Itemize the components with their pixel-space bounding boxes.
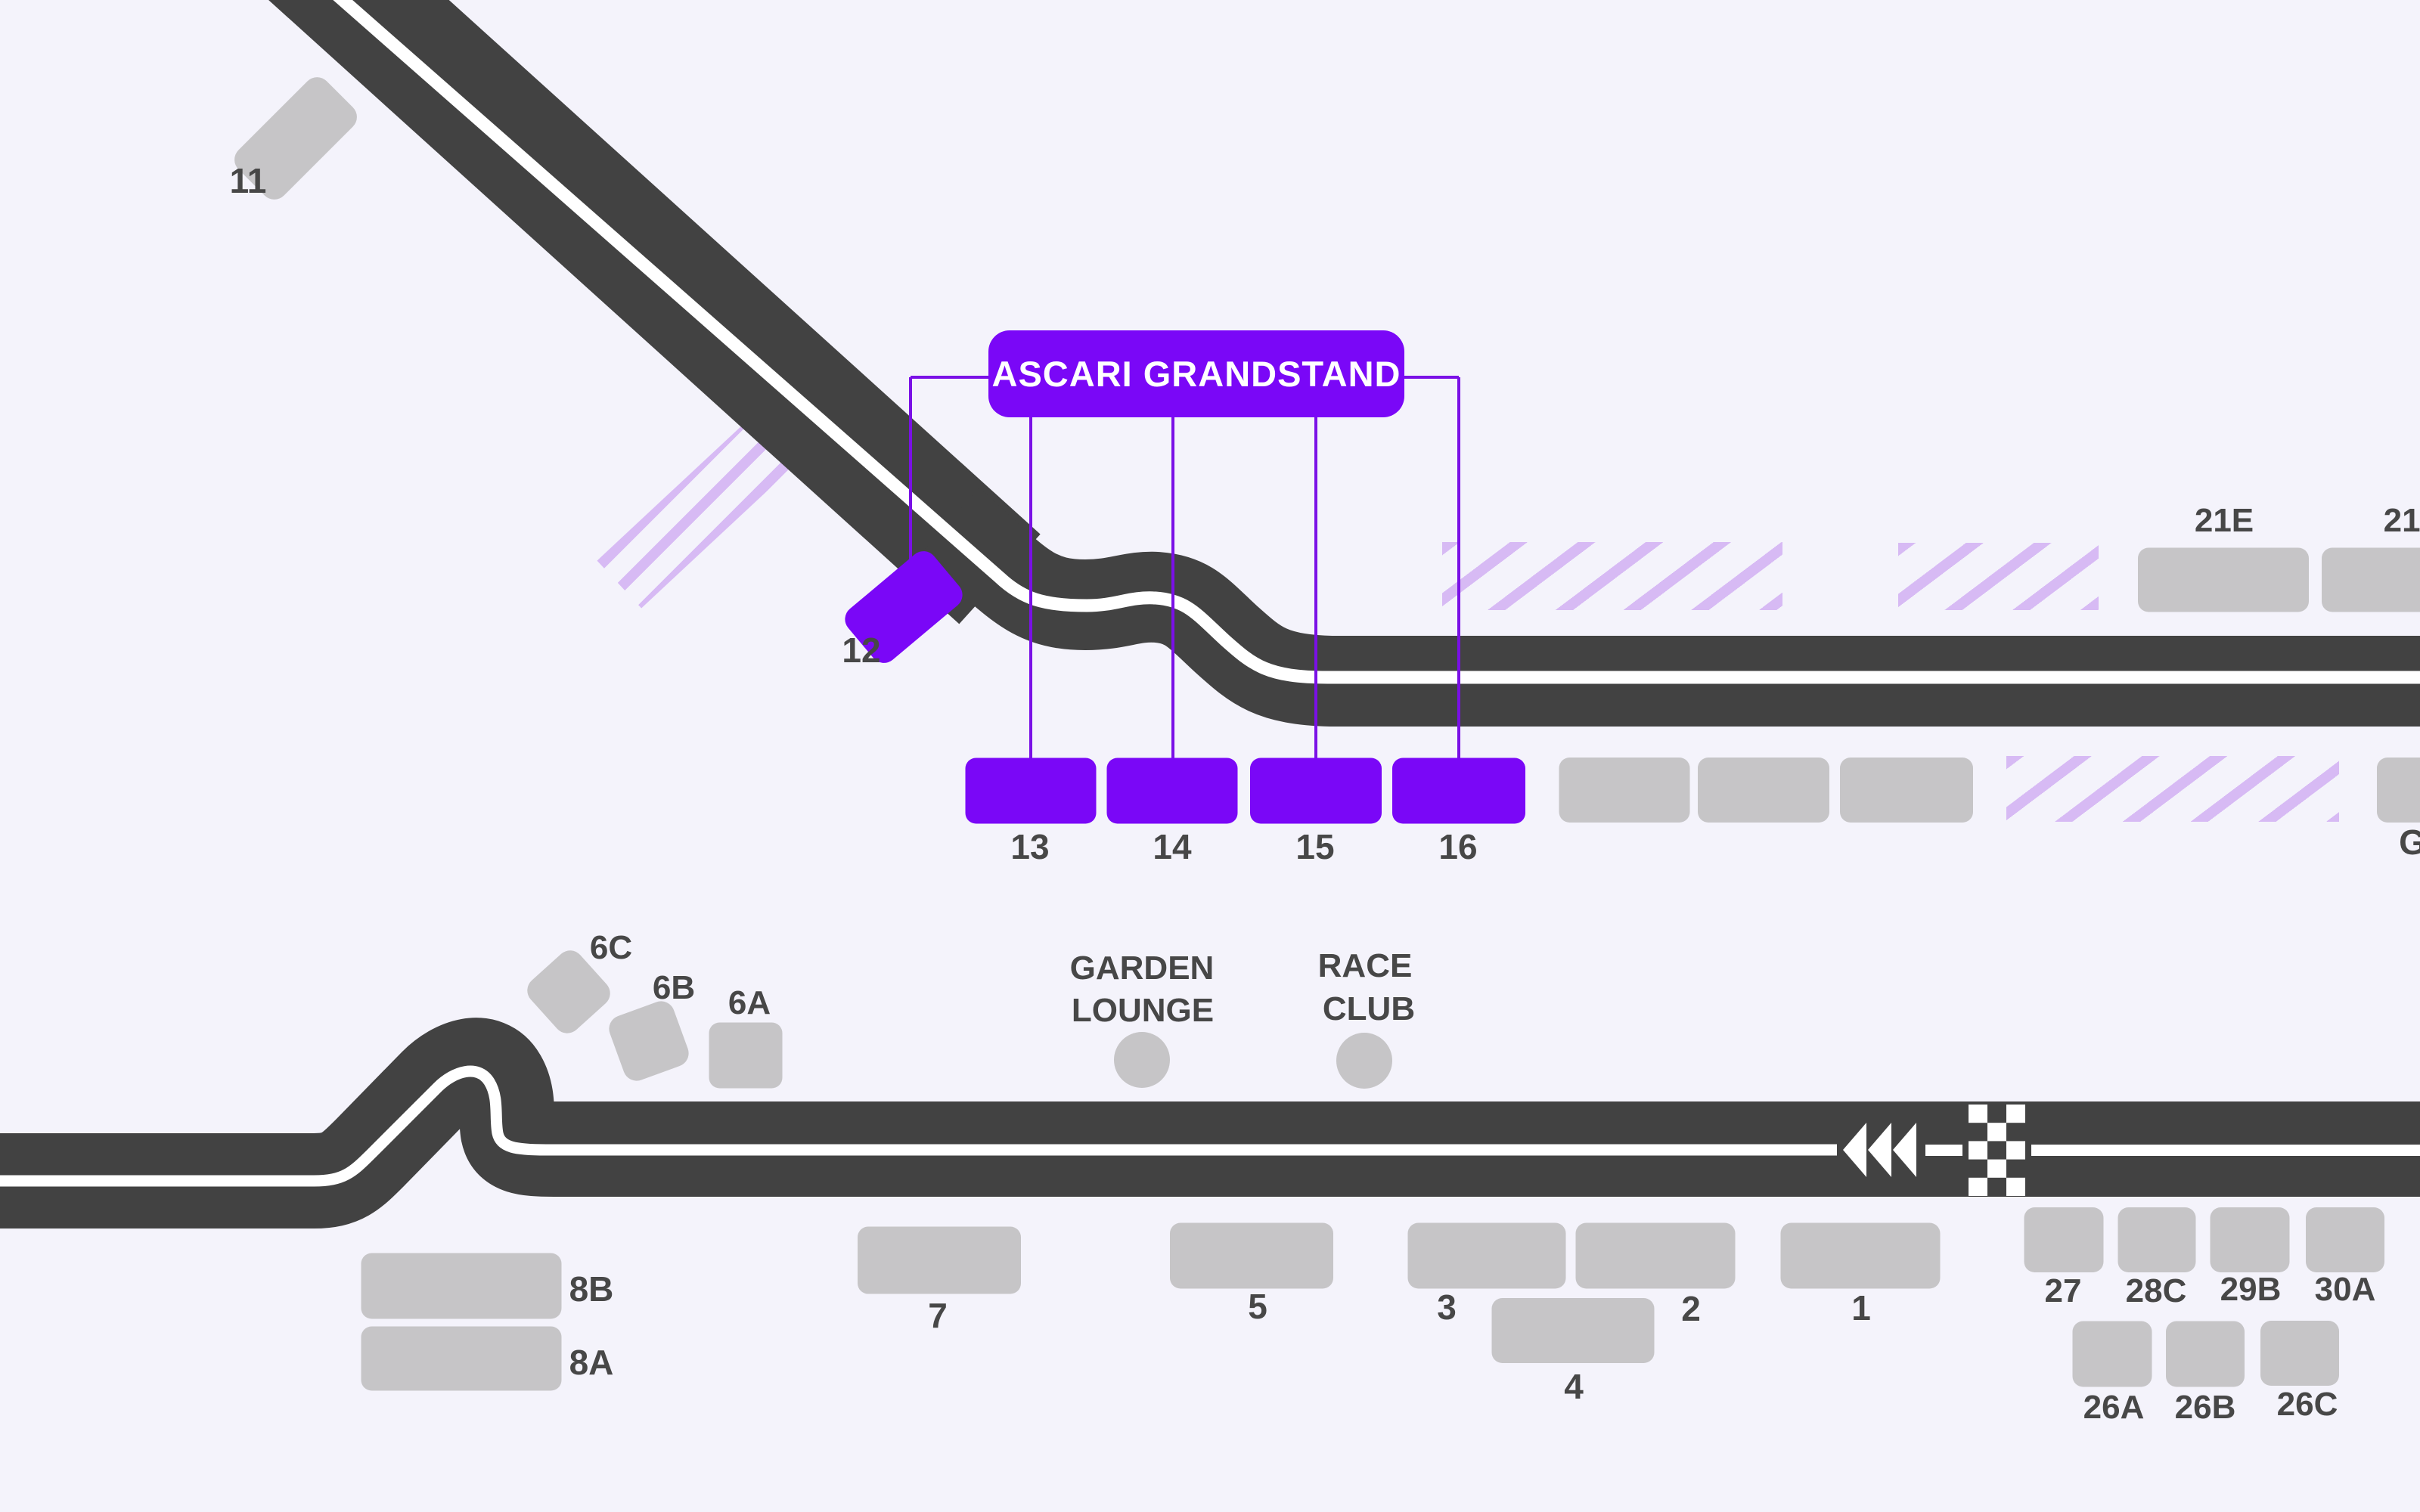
race-direction-arrow-icon [1868,1123,1891,1177]
label-8B: 8B [569,1269,614,1309]
ascari-grandstand-callout-label: ASCARI GRANDSTAND [991,354,1401,394]
grandstand-block-4[interactable] [1491,1298,1655,1363]
poi-garden-line2: LOUNGE [1071,992,1215,1029]
label-4: 4 [1564,1367,1584,1406]
label-5: 5 [1248,1287,1267,1326]
label-2: 2 [1681,1289,1701,1328]
grandstand-block-1[interactable] [1780,1222,1941,1289]
label-21E: 21E [2194,502,2254,539]
label-1: 1 [1851,1288,1871,1328]
finish-line-checker [1969,1105,1987,1123]
road-centerline-top [333,0,2420,684]
label-27: 27 [2044,1272,2082,1309]
finish-line-checker [1969,1141,1987,1160]
label-11: 11 [229,161,267,200]
grandstand-block-26A[interactable] [2072,1321,2152,1387]
finish-line-checker [2006,1177,2025,1196]
label-30A: 30A [2314,1271,2376,1308]
grandstand-block-8B[interactable] [361,1253,562,1319]
grandstand-block-21E[interactable] [2138,547,2309,612]
grandstand-block-8A[interactable] [361,1326,562,1391]
hatch-strip-upper-1 [1442,542,1782,610]
label-15: 15 [1295,827,1335,866]
label-7: 7 [928,1296,948,1335]
label-13: 13 [1010,827,1050,866]
label-26B: 26B [2174,1389,2236,1426]
grandstand-block-unlabeled-1[interactable] [1559,758,1690,823]
grandstand-block-14[interactable] [1106,758,1238,824]
finish-line-checker [2006,1105,2025,1123]
grandstand-block-7[interactable] [858,1226,1021,1294]
label-6B: 6B [652,969,696,1006]
grandstand-block-G[interactable] [2377,758,2420,823]
finish-line-checker [1969,1177,1987,1196]
grandstand-block-28C[interactable] [2118,1207,2196,1272]
grandstand-block-29B[interactable] [2210,1207,2290,1272]
hatch-strip-upper-2 [1898,543,2099,610]
grandstand-block-26B[interactable] [2166,1321,2245,1387]
label-8A: 8A [569,1343,614,1382]
label-26C: 26C [2276,1386,2338,1423]
race-direction-arrow-icon [1893,1123,1916,1177]
label-21D: 21D [2383,502,2420,539]
poi-race-line1: RACE [1317,947,1413,984]
label-14: 14 [1153,827,1192,866]
label-12: 12 [842,631,881,670]
grandstand-block-16[interactable] [1392,758,1525,824]
finish-line-checker [1987,1123,2006,1142]
label-16: 16 [1438,827,1478,866]
grandstand-block-27[interactable] [2024,1207,2104,1272]
label-28C: 28C [2125,1272,2187,1309]
label-3: 3 [1437,1287,1457,1327]
label-6A: 6A [728,984,771,1021]
grandstand-block-unlabeled-2[interactable] [1698,758,1829,823]
grandstand-block-3[interactable] [1407,1222,1566,1289]
label-G: G [2399,823,2420,862]
poi-race-line2: CLUB [1322,990,1416,1027]
grandstand-block-15[interactable] [1250,758,1382,824]
label-6C: 6C [589,929,633,966]
label-26A: 26A [2083,1389,2145,1426]
finish-line-checker [2006,1141,2025,1160]
grandstand-block-26C[interactable] [2260,1321,2339,1386]
race-direction-arrow-icon [1843,1123,1866,1177]
grandstand-block-6A[interactable] [709,1022,783,1089]
finish-line-checker [1987,1159,2006,1178]
grandstand-block-unlabeled-3[interactable] [1840,758,1973,823]
road-centerline-bottom [0,1065,1837,1187]
road-centerline-dash-1 [1925,1145,1962,1156]
label-29B: 29B [2220,1271,2282,1308]
road-centerline-dash-2 [2031,1145,2420,1156]
ascari-grandstand-callout: ASCARI GRANDSTAND [988,330,1404,417]
poi-circle-race-club[interactable] [1336,1033,1392,1089]
hatch-strip-lower [2006,756,2339,822]
poi-garden-line1: GARDEN [1069,950,1215,987]
grandstand-block-30A[interactable] [2306,1207,2384,1272]
grandstand-block-5[interactable] [1170,1222,1333,1289]
poi-circle-garden-lounge[interactable] [1114,1032,1170,1088]
grandstand-block-2[interactable] [1575,1222,1736,1289]
grandstand-block-21D[interactable] [2322,547,2420,612]
grandstand-block-13[interactable] [965,758,1097,824]
